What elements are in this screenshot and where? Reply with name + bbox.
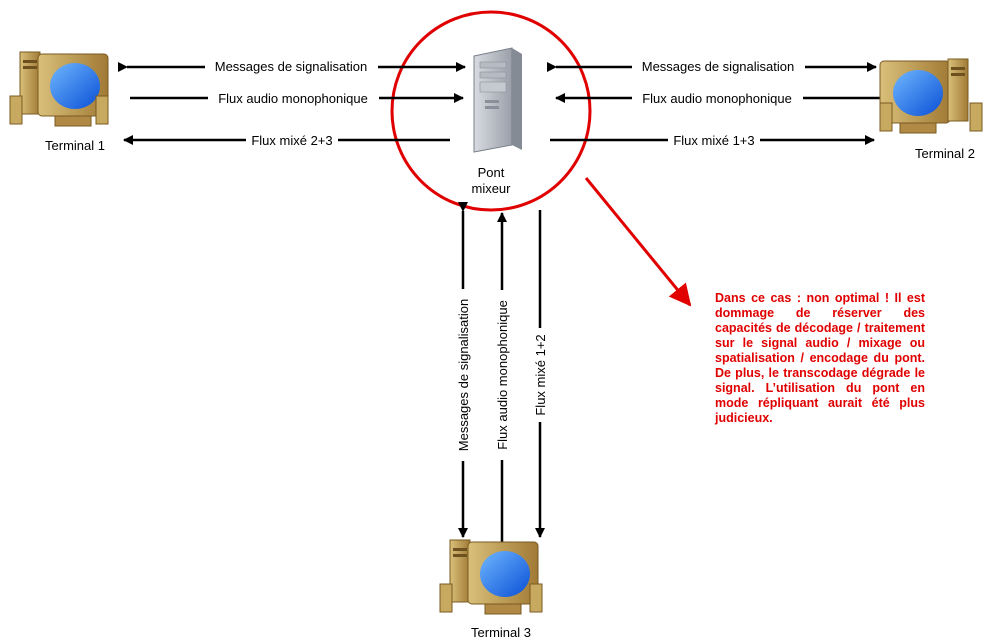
note-pointer-arrow bbox=[584, 177, 692, 307]
label-signaling-t3: Messages de signalisation bbox=[456, 299, 471, 451]
desktop-computer-icon bbox=[9, 51, 109, 127]
terminal3-label: Terminal 3 bbox=[471, 625, 531, 640]
label-audio-t3: Flux audio monophonique bbox=[495, 300, 510, 450]
label-signaling-t1: Messages de signalisation bbox=[215, 59, 367, 74]
label-audio-t1: Flux audio monophonique bbox=[218, 91, 368, 106]
bridge-label-line1: Pont bbox=[478, 165, 505, 180]
label-signaling-t2: Messages de signalisation bbox=[642, 59, 794, 74]
terminal1-label: Terminal 1 bbox=[45, 138, 105, 153]
desktop-computer-icon bbox=[439, 539, 543, 615]
label-mix-t3: Flux mixé 1+2 bbox=[533, 334, 548, 415]
label-mix-t1: Flux mixé 2+3 bbox=[251, 133, 332, 148]
server-tower-icon bbox=[473, 47, 522, 153]
terminal2-label: Terminal 2 bbox=[915, 146, 975, 161]
desktop-computer-icon bbox=[879, 58, 983, 134]
note-text: Dans ce cas : non optimal ! Il est domma… bbox=[715, 291, 925, 425]
label-audio-t2: Flux audio monophonique bbox=[642, 91, 792, 106]
bridge-highlight-circle bbox=[390, 10, 592, 212]
bridge-label-line2: mixeur bbox=[471, 181, 511, 196]
label-mix-t2: Flux mixé 1+3 bbox=[673, 133, 754, 148]
